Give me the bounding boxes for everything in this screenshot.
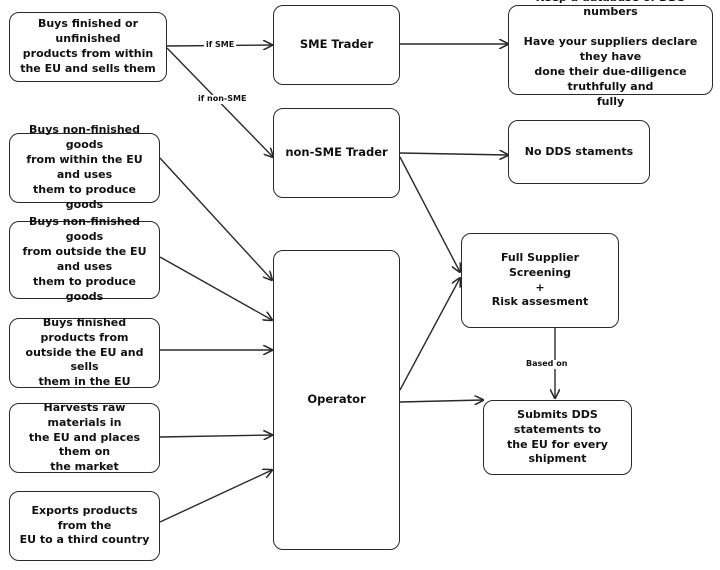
node-operator: Operator [273,250,400,550]
arrow-outside-to-operator [159,256,272,320]
node-buys-nonfinished-outside: Buys non-finished goods from outside the… [9,215,160,303]
node-buys-eu-sells: Buys finished or unfinished products fro… [9,12,167,82]
node-non-sme-trader: non-SME Trader [273,108,400,198]
node-harvests: Harvests raw materials in the EU and pla… [9,401,160,473]
arrow-harvests-to-operator [159,435,272,437]
arrow-non-sme-to-screening [399,156,460,272]
node-dds-database: Keep a database of DDS numbers Have your… [508,0,713,108]
node-full-screening: Full Supplier Screening + Risk assesment [461,233,619,328]
arrow-operator-to-submits [399,400,483,402]
node-buys-finished-outside: Buys finished products from outside the … [9,316,160,388]
edge-label-based-on: Based on [524,359,570,369]
arrow-operator-to-screening [399,278,460,391]
node-buys-nonfinished-within: Buys non-finished goods from within the … [9,123,160,211]
node-submits-dds: Submits DDS statements to the EU for eve… [483,400,632,475]
node-exports: Exports products from the EU to a third … [9,491,160,561]
edge-label-if-non-sme: if non-SME [196,94,249,104]
edge-label-if-sme: if SME [204,40,237,50]
arrow-within-to-operator [159,157,272,280]
arrow-exports-to-operator [159,470,272,523]
arrow-non-sme-to-no-dds [399,153,508,155]
node-no-dds: No DDS staments [508,120,650,184]
node-sme-trader: SME Trader [273,5,400,85]
